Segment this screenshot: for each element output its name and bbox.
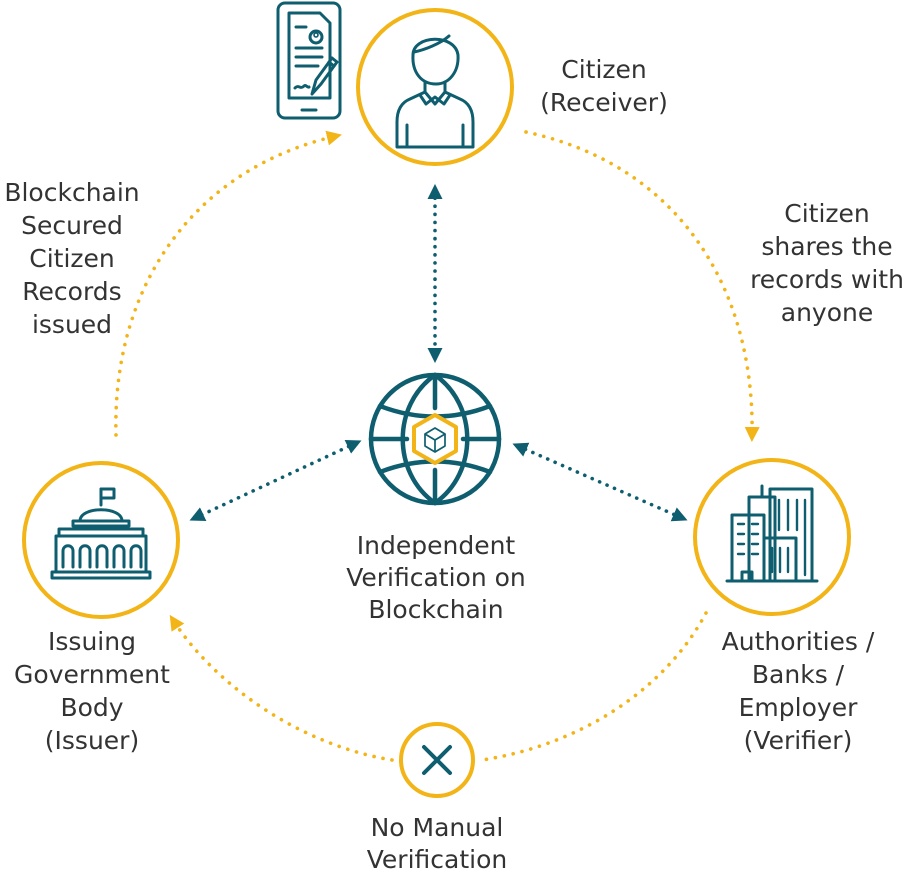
label-line: Blockchain — [368, 595, 503, 624]
label-line: issued — [32, 310, 112, 339]
label-line: Authorities / — [722, 627, 875, 656]
label-line: anyone — [781, 298, 873, 327]
issuer-node — [22, 461, 180, 619]
arc-nomanual-to-issuer — [169, 614, 394, 762]
label-line: records with — [750, 265, 904, 294]
label-line: Secured — [21, 211, 123, 240]
label-line: Records — [22, 277, 121, 306]
phone-document-icon — [276, 1, 342, 120]
arc-citizen-to-verifier — [524, 130, 760, 443]
label-line: Independent — [357, 531, 516, 560]
label-line: Employer — [739, 693, 858, 722]
label-line: (Verifier) — [744, 726, 853, 755]
citizen-person-icon — [395, 34, 475, 149]
label-line: shares the — [761, 232, 892, 261]
label-line: Government — [14, 660, 170, 689]
share-edge-label: Citizen shares the records with anyone — [750, 199, 904, 327]
label-line: Citizen — [29, 244, 115, 273]
label-line: Verification — [367, 845, 507, 871]
label-line: Blockchain — [4, 178, 139, 207]
blockchain-block-icon — [412, 413, 458, 465]
x-mark-icon — [422, 745, 452, 775]
citizen-node — [356, 8, 514, 166]
label-line: Verification on — [346, 563, 526, 592]
label-line: Banks / — [752, 660, 845, 689]
arc-verifier-to-nomanual — [480, 611, 708, 762]
verifier-label: Authorities / Banks / Employer (Verifier) — [722, 627, 875, 755]
government-building-icon — [50, 487, 152, 580]
label-line: Body — [60, 693, 123, 722]
verification-links — [189, 183, 688, 522]
office-buildings-icon — [725, 484, 819, 583]
label-line: Citizen — [784, 199, 870, 228]
label-line: (Receiver) — [540, 88, 668, 117]
label-line: Citizen — [561, 55, 647, 84]
citizen-label: Citizen (Receiver) — [540, 55, 668, 117]
label-line: Issuing — [48, 627, 136, 656]
link-center-issuer — [189, 439, 362, 522]
no-manual-node — [399, 722, 475, 798]
link-center-verifier — [512, 442, 688, 522]
center-node — [368, 372, 502, 506]
label-line: No Manual — [371, 813, 504, 842]
verifier-node — [693, 458, 851, 616]
arc-issuer-to-citizen — [114, 130, 342, 437]
cycle-arcs — [114, 130, 760, 762]
label-line: (Issuer) — [45, 726, 139, 755]
